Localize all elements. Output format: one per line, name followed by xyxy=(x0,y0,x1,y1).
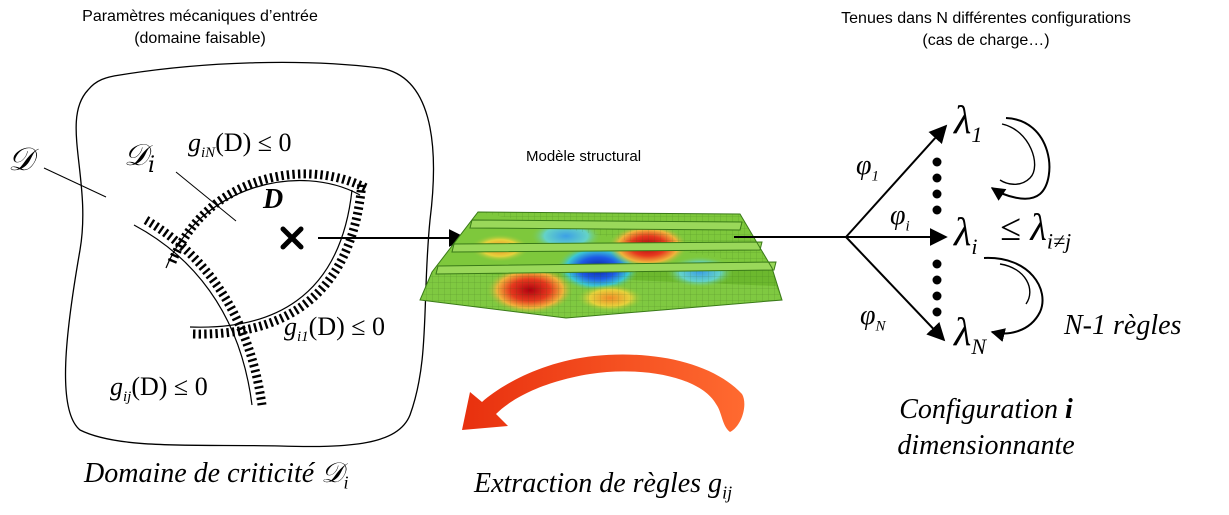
lambdai-symbol: λ xyxy=(954,209,972,254)
subdomain-symbol: 𝒟 xyxy=(124,138,148,173)
constraint-curve-ij xyxy=(133,224,253,406)
phi1-sub: 1 xyxy=(871,168,880,185)
domain-label-leader xyxy=(43,167,107,198)
domain-criticity-caption: Domaine de criticité 𝒟i xyxy=(84,456,349,494)
constraint-ij-tail: (D) ≤ 0 xyxy=(131,372,208,401)
constraint-iN-tail: (D) ≤ 0 xyxy=(215,128,292,157)
configuration-line2: dimensionnante xyxy=(897,430,1075,461)
constraint-label-i1: gi1(D) ≤ 0 xyxy=(284,312,385,346)
phiN-label: φN xyxy=(860,300,886,336)
curved-arrow-upper xyxy=(990,117,1051,201)
structural-model-illustration xyxy=(419,211,783,319)
lambdai-label: λi xyxy=(954,208,977,260)
subdomain-label: 𝒟i xyxy=(124,138,155,178)
arrow-phiN xyxy=(845,236,946,342)
extraction-text: Extraction de règles g xyxy=(474,468,723,499)
lambda1-sub: 1 xyxy=(971,122,983,147)
subdomain-subscript: i xyxy=(147,153,155,178)
constraint-iN-g: g xyxy=(188,128,201,157)
constraint-label-ij: gij(D) ≤ 0 xyxy=(110,372,208,406)
point-cross-icon xyxy=(280,226,304,250)
extraction-caption: Extraction de règles gij xyxy=(474,468,732,504)
domain-label: 𝒟 xyxy=(8,140,34,178)
phiN-sub: N xyxy=(875,318,886,335)
curved-arrow-lower xyxy=(983,256,1044,342)
point-label: D xyxy=(263,184,284,215)
constraint-ij-g: g xyxy=(110,372,123,401)
lambdaN-symbol: λ xyxy=(954,309,972,354)
curved-arrow-upper-inner xyxy=(999,123,1036,185)
arrow-phi1 xyxy=(845,124,948,238)
constraint-i1-tail: (D) ≤ 0 xyxy=(308,312,386,341)
phi1-symbol: φ xyxy=(856,150,872,181)
input-parameters-line1: Paramètres mécaniques d’entrée xyxy=(82,8,318,25)
extraction-arrow-icon xyxy=(462,354,745,432)
constraint-i1-g: g xyxy=(284,312,297,341)
lambdaN-label: λN xyxy=(954,308,986,360)
extraction-sub: ij xyxy=(722,482,733,503)
relation-symbol: ≤ λ xyxy=(1000,207,1047,249)
phii-sub: i xyxy=(905,218,910,235)
curved-arrow-lower-inner xyxy=(999,263,1031,305)
input-parameters-line2: (domaine faisable) xyxy=(134,30,266,47)
phi1-label: φ1 xyxy=(856,150,879,186)
phii-label: φi xyxy=(890,200,910,236)
constraint-curve-i1 xyxy=(189,189,353,328)
phii-symbol: φ xyxy=(890,200,906,231)
ellipsis-dots xyxy=(932,157,942,317)
domain-boundary xyxy=(64,61,435,448)
constraint-label-iN: giN(D) ≤ 0 xyxy=(188,128,292,162)
phiN-symbol: φ xyxy=(860,300,876,331)
domain-criticity-symbol: 𝒟 xyxy=(321,456,344,489)
lambdaN-sub: N xyxy=(971,334,987,359)
configuration-text: Configuration xyxy=(899,394,1065,425)
constraint-iN-sub: iN xyxy=(201,145,216,162)
constraint-ij-sub: ij xyxy=(123,389,132,406)
lambda1-symbol: λ xyxy=(954,97,972,142)
configurations-line1: Tenues dans N différentes configurations xyxy=(841,10,1131,27)
configuration-caption: Configuration i dimensionnante xyxy=(852,392,1120,464)
input-parameters-caption: Paramètres mécaniques d’entrée (domaine … xyxy=(42,6,358,50)
lambda1-label: λ1 xyxy=(954,96,982,148)
relation-sub: i≠j xyxy=(1046,228,1072,254)
subdomain-label-leader xyxy=(175,171,237,222)
rules-label: N-1 règles xyxy=(1064,310,1182,341)
lambdai-sub: i xyxy=(971,234,978,259)
configuration-index: i xyxy=(1064,394,1073,425)
domain-criticity-sub: i xyxy=(343,472,349,493)
model-title: Modèle structural xyxy=(526,148,642,165)
configurations-caption: Tenues dans N différentes configurations… xyxy=(766,8,1206,52)
domain-criticity-text: Domaine de criticité xyxy=(84,458,322,489)
relation-label: ≤ λi≠j xyxy=(1000,206,1071,255)
configurations-line2: (cas de charge…) xyxy=(922,32,1050,49)
constraint-i1-sub: i1 xyxy=(297,329,309,346)
